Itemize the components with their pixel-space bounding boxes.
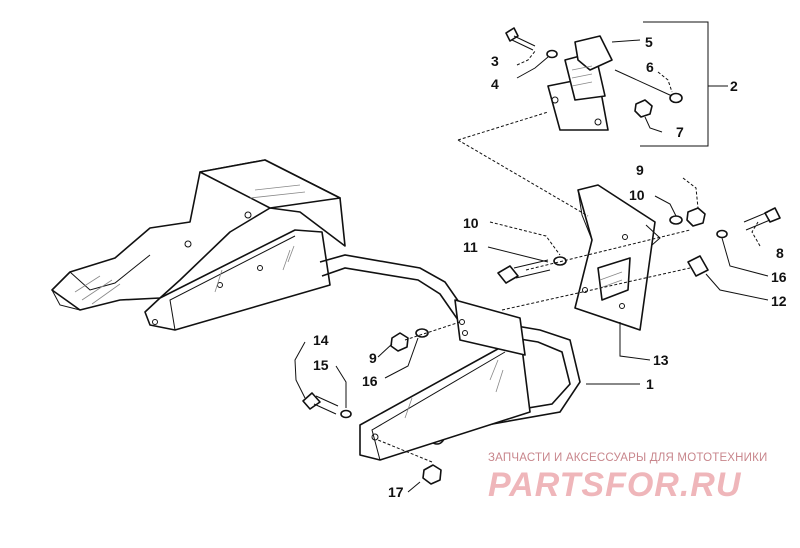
callout-9-top: 9 [636, 162, 644, 178]
callout-10-left: 10 [463, 215, 479, 231]
callout-2: 2 [730, 78, 738, 94]
callout-7: 7 [676, 124, 684, 140]
bracket-13 [574, 184, 661, 331]
callout-labels: 5 3 6 4 2 7 9 10 10 8 11 16 12 14 13 15 … [313, 34, 787, 500]
callout-17: 17 [388, 484, 404, 500]
mount-plate-left [144, 229, 331, 331]
watermark-caption: ЗАПЧАСТИ И АКСЕССУАРЫ ДЛЯ МОТОТЕХНИКИ [488, 452, 768, 464]
mount-plate-right [359, 299, 531, 461]
assembly-2 [505, 27, 683, 131]
callout-12: 12 [771, 293, 787, 309]
callout-3: 3 [491, 53, 499, 69]
callout-8: 8 [776, 245, 784, 261]
callout-11: 11 [463, 239, 478, 255]
callout-13: 13 [653, 352, 669, 368]
callout-9-mid: 9 [369, 350, 377, 366]
callout-1: 1 [646, 376, 654, 392]
watermark-logo: PARTSFOR.RU [488, 466, 742, 504]
callout-5: 5 [645, 34, 653, 50]
callout-16-mid: 16 [362, 373, 378, 389]
callout-4: 4 [491, 76, 499, 92]
skid-frame-left [51, 159, 346, 311]
callout-10-top: 10 [629, 187, 645, 203]
leader-lines [294, 21, 769, 493]
callout-15: 15 [313, 357, 329, 373]
callout-6: 6 [646, 59, 654, 75]
callout-14: 14 [313, 332, 329, 348]
callout-16-right: 16 [771, 269, 787, 285]
